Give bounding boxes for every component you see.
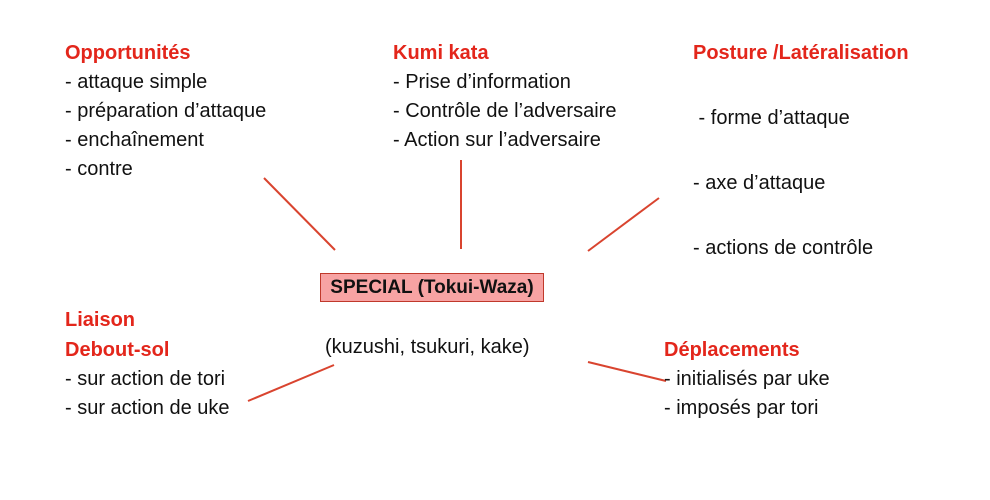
node-items: - initialisés par uke - imposés par tori xyxy=(664,365,830,423)
node-item: - sur action de uke xyxy=(65,397,230,419)
center-subtitle: (kuzushi, tsukuri, kake) xyxy=(325,336,530,358)
node-items: - forme d’attaque - axe d’attaque - acti… xyxy=(693,68,909,299)
node-item: - Contrôle de l’adversaire xyxy=(393,100,617,122)
node-kumi-kata: Kumi kata - Prise d’information - Contrô… xyxy=(393,38,616,155)
node-item: - axe d’attaque xyxy=(693,172,826,194)
node-items: - sur action de tori - sur action de uke xyxy=(65,365,230,423)
node-item: - enchaînement xyxy=(65,129,204,151)
connector-opportunites xyxy=(263,177,336,251)
connector-deplacements xyxy=(587,361,667,382)
node-title: Opportunités xyxy=(65,42,191,64)
node-item: - sur action de tori xyxy=(65,368,226,390)
node-item: - contre xyxy=(65,158,133,180)
node-title-line2: Debout-sol xyxy=(65,339,170,361)
node-item: - attaque simple xyxy=(65,71,208,93)
node-title-line1: Liaison xyxy=(65,309,136,331)
node-items: - attaque simple - préparation d’attaque… xyxy=(65,68,266,184)
connector-posture xyxy=(587,197,660,252)
node-item: - préparation d’attaque xyxy=(65,100,267,122)
node-item: - actions de contrôle xyxy=(693,237,874,259)
node-item: - forme d’attaque xyxy=(693,107,850,129)
node-title: Posture /Latéralisation xyxy=(693,42,909,64)
node-title: Kumi kata xyxy=(393,42,489,64)
connector-liaison xyxy=(247,364,335,402)
node-posture: Posture /Latéralisation - forme d’attaqu… xyxy=(693,38,909,299)
center-title: SPECIAL (Tokui-Waza) xyxy=(330,276,534,298)
center-title-box: SPECIAL (Tokui-Waza) xyxy=(320,273,544,302)
node-item: - initialisés par uke xyxy=(664,368,830,390)
node-item: - Prise d’information xyxy=(393,71,571,93)
node-title: Déplacements xyxy=(664,339,800,361)
node-liaison: Liaison Debout-sol - sur action de tori … xyxy=(65,305,230,423)
node-items: - Prise d’information - Contrôle de l’ad… xyxy=(393,68,616,155)
node-item: - Action sur l’adversaire xyxy=(393,129,601,151)
node-item: - imposés par tori xyxy=(664,397,819,419)
node-deplacements: Déplacements - initialisés par uke - imp… xyxy=(664,335,830,423)
node-opportunites: Opportunités - attaque simple - préparat… xyxy=(65,38,266,184)
